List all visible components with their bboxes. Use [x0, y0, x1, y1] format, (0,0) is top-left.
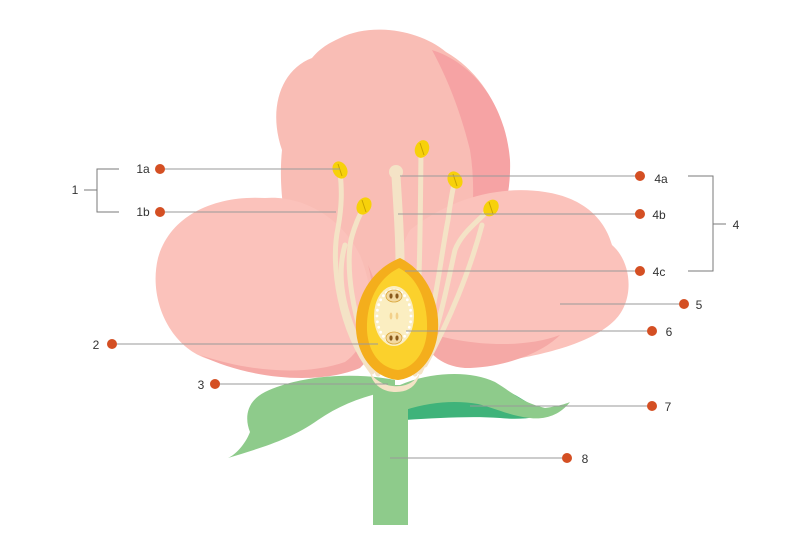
- ovule-chamber: [374, 286, 414, 346]
- ovary-wall-dot: [382, 294, 385, 298]
- ovary-wall-dot: [403, 334, 406, 338]
- ovary-wall-dot: [377, 303, 381, 307]
- ovary-wall-dot: [407, 325, 411, 329]
- marker-6: [647, 326, 657, 336]
- ovary-wall-dot: [375, 314, 379, 318]
- label-2: 2: [93, 338, 100, 352]
- marker-5: [679, 299, 689, 309]
- marker-4a: [635, 171, 645, 181]
- ovary-wall-dot: [403, 294, 406, 298]
- ovules: [375, 288, 413, 345]
- marker-4c: [635, 266, 645, 276]
- ovary-wall-dot: [377, 325, 381, 329]
- label-4: 4: [733, 218, 740, 232]
- anther-line: [361, 199, 367, 213]
- label-4c: 4c: [653, 265, 666, 279]
- ovary-wall-dot: [407, 303, 411, 307]
- anther-line: [419, 142, 425, 156]
- label-1b: 1b: [136, 205, 150, 219]
- bracket-1: [84, 168, 119, 213]
- label-5: 5: [696, 298, 703, 312]
- stigma: [389, 165, 403, 179]
- label-3: 3: [198, 378, 205, 392]
- sepal-receptacle: [228, 374, 570, 458]
- ovule: [385, 289, 403, 303]
- ovary-wall-dot: [405, 298, 409, 302]
- anthers: [332, 140, 499, 217]
- pistil: [389, 165, 405, 267]
- marker-4b: [635, 209, 645, 219]
- marker-7: [647, 401, 657, 411]
- marker-1b: [155, 207, 165, 217]
- ovary-wall-dot: [409, 320, 412, 324]
- ovule-nucleus: [395, 335, 399, 341]
- filament: [332, 169, 375, 375]
- bracket-4: [688, 175, 726, 272]
- stem: [373, 385, 408, 525]
- ovule-nucleus: [389, 293, 393, 299]
- marker-1a: [155, 164, 165, 174]
- ovary-wall-dot: [409, 308, 412, 312]
- ovary-wall-dot: [379, 330, 383, 334]
- central-cell: [395, 312, 399, 320]
- marker-3: [210, 379, 220, 389]
- label-4a: 4a: [654, 172, 668, 186]
- ovule: [385, 331, 403, 345]
- label-8: 8: [582, 452, 589, 466]
- left-petal: [155, 197, 380, 378]
- ovary-wall-dot: [376, 308, 379, 312]
- leader-lines: [112, 168, 684, 459]
- ovary-wall-dot: [376, 320, 379, 324]
- ovary-wall-dot: [379, 298, 383, 302]
- ovary: [355, 258, 439, 392]
- right-petal: [398, 190, 629, 368]
- ovary-wall-dot: [409, 314, 413, 318]
- label-7: 7: [665, 400, 672, 414]
- ovary-wall-dot: [382, 334, 385, 338]
- ovule-nucleus: [395, 293, 399, 299]
- marker-2: [107, 339, 117, 349]
- label-6: 6: [666, 325, 673, 339]
- ovule-nucleus: [389, 335, 393, 341]
- part-labels: 1 1a 1b 2 3 4 4a 4b 4c 5 6 7 8: [72, 162, 740, 466]
- anther-line: [488, 201, 494, 215]
- label-1a: 1a: [136, 162, 150, 176]
- label-markers: [107, 164, 689, 463]
- marker-8: [562, 453, 572, 463]
- receptacle: [370, 372, 420, 392]
- label-1: 1: [72, 183, 79, 197]
- style: [391, 171, 405, 267]
- anther-line: [337, 163, 343, 177]
- label-4b: 4b: [652, 208, 666, 222]
- central-cell: [389, 312, 393, 320]
